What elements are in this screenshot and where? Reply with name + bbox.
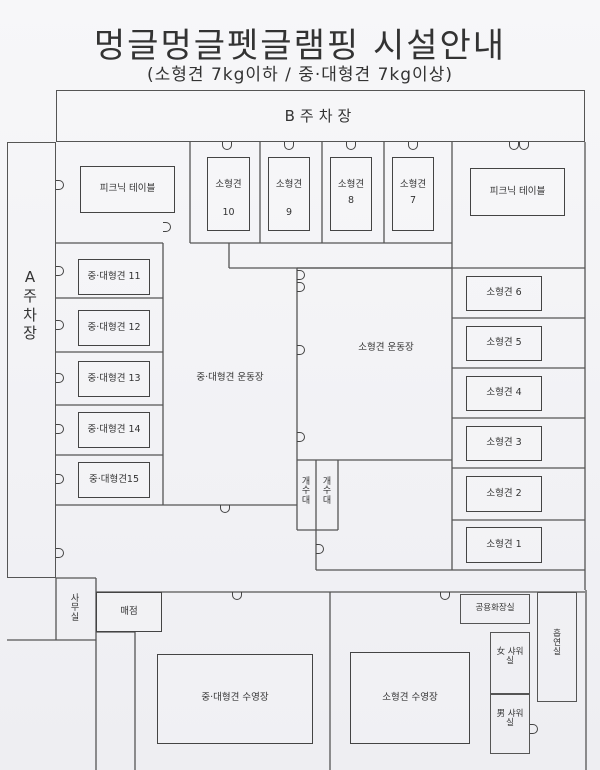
picnic-table-left-label: 피크닉 테이블 — [99, 183, 156, 195]
medium-pool — [157, 654, 313, 744]
small-tent-10 — [207, 157, 250, 231]
medium-tent-11-label: 중·대형견 11 — [87, 270, 141, 282]
medium-tent-12 — [78, 310, 150, 346]
door-icon — [232, 592, 242, 600]
page-title: 멍글멍글펫글램핑 시설안내 — [93, 26, 507, 66]
door-icon — [530, 724, 538, 734]
medium-tent-13-label: 중·대형견 13 — [87, 372, 141, 384]
store — [96, 592, 162, 632]
parking-b-area — [56, 90, 585, 142]
small-tent-2 — [466, 476, 542, 512]
door-icon — [346, 142, 356, 150]
small-tent-5 — [466, 326, 542, 361]
door-icon — [519, 142, 529, 150]
small-tent-10-number: 10 — [222, 207, 235, 218]
restroom-label: 공용화장실 — [475, 603, 515, 614]
small-tent-9-label: 소형견 — [275, 178, 303, 190]
door-icon — [56, 424, 64, 434]
small-tent-6-label: 소형견 6 — [486, 287, 522, 299]
parking-a-area — [7, 142, 56, 578]
sink-2-label: 개수대 — [322, 477, 332, 506]
door-icon — [284, 142, 294, 150]
shower-male-label: 男 샤워실 — [496, 709, 524, 728]
small-tent-4-label: 소형견 4 — [486, 387, 522, 399]
door-icon — [56, 266, 64, 276]
shower-female-label: 女 샤워실 — [496, 647, 524, 666]
small-tent-8-number: 8 — [347, 195, 355, 206]
picnic-table-left — [80, 166, 175, 213]
door-icon — [56, 180, 64, 190]
door-icon — [56, 548, 64, 558]
small-tent-1-label: 소형견 1 — [486, 538, 522, 550]
small-tent-9-number: 9 — [285, 207, 293, 218]
small-tent-7-label: 소형견 — [399, 178, 427, 190]
small-tent-8-label: 소형견 — [337, 178, 365, 190]
small-tent-1 — [466, 527, 542, 563]
small-tent-7 — [392, 157, 434, 231]
picnic-table-right — [470, 168, 565, 216]
door-icon — [163, 222, 171, 232]
small-tent-7-number: 7 — [409, 195, 417, 206]
parking-b-label: B주차장 — [284, 106, 357, 125]
restroom — [460, 594, 530, 624]
small-tent-8 — [330, 157, 372, 231]
office-label: 사무실 — [70, 594, 80, 623]
small-tent-10-label: 소형견 — [215, 178, 242, 190]
page-subtitle: (소형견 7kg이하 / 중·대형견 7kg이상) — [147, 65, 453, 85]
small-tent-6 — [466, 276, 542, 311]
small-tent-3 — [466, 426, 542, 461]
door-icon — [222, 142, 232, 150]
medium-pool-label: 중·대형견 수영장 — [201, 691, 269, 703]
door-icon — [408, 142, 418, 150]
small-tent-5-label: 소형견 5 — [486, 337, 522, 349]
smoking-room-label: 흡연실 — [553, 629, 561, 657]
door-icon — [297, 282, 305, 292]
parking-a-label: A주차장 — [23, 268, 37, 343]
smoking-room — [537, 592, 577, 702]
medium-tent-15 — [78, 462, 150, 498]
door-icon — [56, 373, 64, 383]
store-label: 매점 — [120, 605, 138, 617]
medium-tent-14-label: 중·대형견 14 — [87, 423, 141, 435]
door-icon — [440, 592, 450, 600]
medium-tent-11 — [78, 259, 150, 295]
medium-playground-label: 중·대형견 운동장 — [196, 371, 264, 383]
small-tent-2-label: 소형견 2 — [486, 487, 522, 499]
door-icon — [509, 142, 519, 150]
sink-1-label: 개수대 — [301, 477, 311, 506]
small-pool-label: 소형견 수영장 — [382, 691, 438, 703]
door-icon — [220, 505, 230, 513]
medium-tent-14 — [78, 412, 150, 448]
small-playground-label: 소형견 운동장 — [358, 341, 414, 353]
small-pool — [350, 652, 470, 744]
door-icon — [56, 474, 64, 484]
door-icon — [297, 432, 305, 442]
door-icon — [316, 544, 324, 554]
small-tent-3-label: 소형견 3 — [486, 437, 522, 449]
door-icon — [297, 270, 305, 280]
medium-tent-13 — [78, 361, 150, 397]
medium-tent-15-label: 중·대형견15 — [88, 473, 140, 485]
medium-tent-12-label: 중·대형견 12 — [87, 321, 141, 333]
picnic-table-right-label: 피크닉 테이블 — [489, 185, 546, 197]
small-tent-4 — [466, 376, 542, 411]
small-tent-9 — [268, 157, 310, 231]
shower-female — [490, 632, 530, 694]
shower-male — [490, 694, 530, 754]
door-icon — [56, 320, 64, 330]
door-icon — [297, 345, 305, 355]
